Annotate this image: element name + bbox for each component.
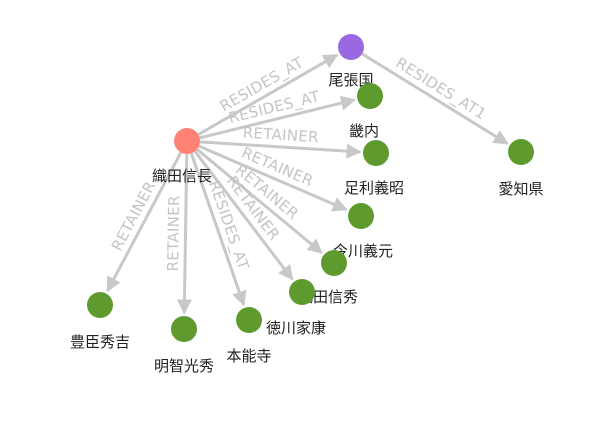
node-owari[interactable]: 尾張国: [328, 34, 374, 89]
node-circle[interactable]: [338, 34, 364, 60]
node-hideyoshi[interactable]: 豊臣秀吉: [70, 292, 130, 351]
node-label: 今川義元: [333, 242, 393, 260]
node-circle[interactable]: [171, 316, 197, 342]
edge-line: [199, 140, 362, 159]
node-label: 織田信長: [152, 167, 212, 185]
node-circle[interactable]: [236, 307, 262, 333]
node-honnoji[interactable]: 本能寺: [226, 307, 272, 365]
node-yoshiaki[interactable]: 足利義昭: [344, 140, 404, 197]
edge-label: RETAINER: [242, 124, 319, 147]
node-circle[interactable]: [174, 128, 200, 154]
node-label: 愛知県: [498, 180, 543, 198]
node-label: 明智光秀: [154, 357, 214, 375]
node-label: 本能寺: [226, 347, 271, 365]
edge-label: RESIDES_AT1: [392, 54, 490, 124]
edge-owari-aichi: RESIDES_AT1: [361, 52, 509, 145]
edge-line: [361, 52, 509, 145]
edge-line: [198, 144, 348, 212]
edge-label: RETAINER: [164, 195, 183, 271]
edge-line: [189, 152, 247, 307]
node-nobunaga[interactable]: 織田信長: [152, 128, 212, 185]
node-circle[interactable]: [289, 279, 315, 305]
node-kinai[interactable]: 畿内: [349, 83, 383, 140]
node-label: 徳川家康: [266, 319, 326, 337]
edge-nobunaga-yoshiaki: RETAINER: [199, 124, 362, 159]
node-yoshimoto[interactable]: 今川義元: [333, 203, 393, 260]
node-circle[interactable]: [357, 83, 383, 109]
node-circle[interactable]: [363, 140, 389, 166]
edge-line: [199, 95, 356, 140]
node-mitsuhide[interactable]: 明智光秀: [154, 316, 214, 375]
node-ieyasu[interactable]: 徳川家康: [266, 279, 326, 337]
edge-line: [193, 150, 294, 281]
node-label: 尾張国: [328, 71, 373, 89]
node-label: 足利義昭: [344, 179, 404, 197]
node-circle[interactable]: [508, 139, 534, 165]
node-label: 豊臣秀吉: [70, 333, 130, 351]
node-circle[interactable]: [321, 250, 347, 276]
node-circle[interactable]: [87, 292, 113, 318]
edge-line: [197, 53, 339, 136]
node-label: 畿内: [349, 122, 379, 140]
edge-line: [196, 148, 323, 254]
edge-nobunaga-mitsuhide: RETAINER: [164, 153, 192, 315]
node-aichi[interactable]: 愛知県: [498, 139, 544, 198]
node-circle[interactable]: [348, 203, 374, 229]
edge-line: [106, 151, 183, 293]
edge-line: [176, 153, 192, 315]
